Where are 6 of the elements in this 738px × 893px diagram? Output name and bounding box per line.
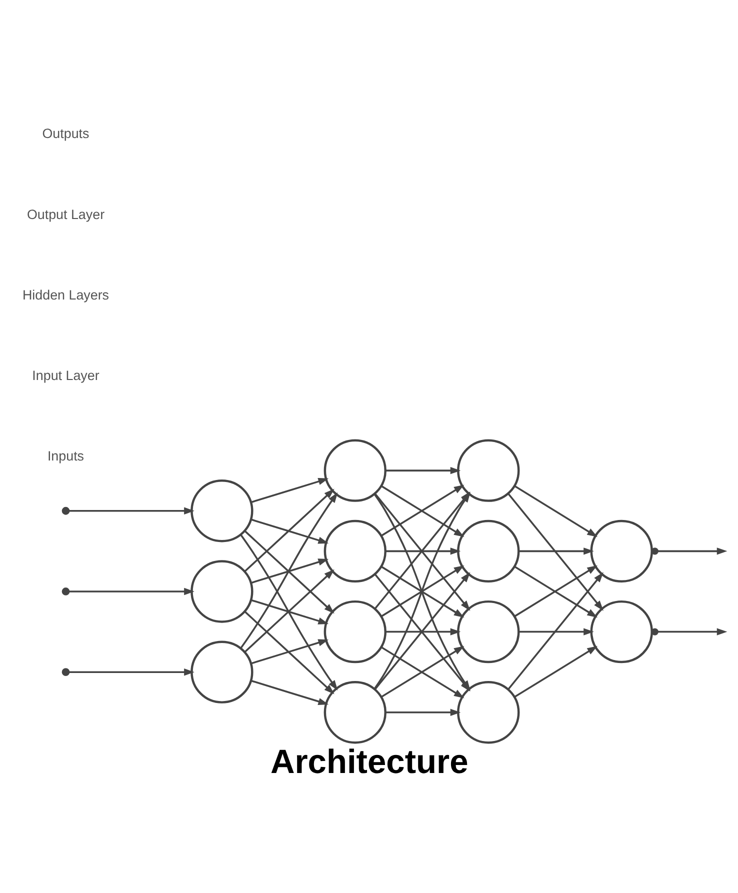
- label: Outputs: [42, 126, 90, 142]
- label: Input Layer: [32, 368, 100, 383]
- label: Output Layer: [26, 206, 105, 222]
- label: Hidden Layers: [22, 287, 110, 302]
- caption: Architecture: [270, 744, 468, 781]
- label: Inputs: [47, 448, 84, 464]
